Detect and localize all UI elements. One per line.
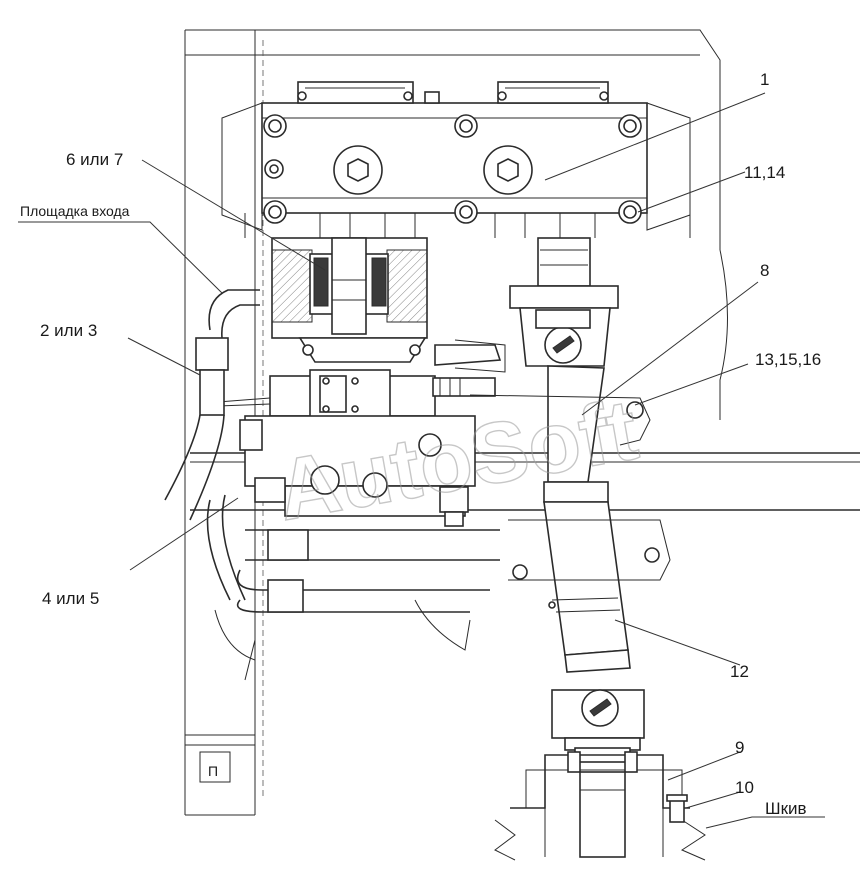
mounting-bracket [454,339,671,581]
callout-11-14: 11,14 [744,163,785,182]
callout-8: 8 [760,261,769,280]
callout-2-or-3: 2 или 3 [40,321,97,340]
pulley-support [494,751,706,861]
callout-1: 1 [760,70,769,89]
callout-10: 10 [735,778,754,797]
callout-pulley: Шкив [765,799,807,818]
hydraulic-hoses [164,289,500,681]
coupling-housing [271,237,428,339]
valve-block [217,337,502,527]
pump-unit [221,81,691,238]
frame-marking: П [208,763,218,779]
callout-entry-platform: Площадка входа [20,203,130,219]
leader-lines [18,92,825,829]
callout-4-or-5: 4 или 5 [42,589,99,608]
callout-9: 9 [735,738,744,757]
cardan-shaft [509,237,645,763]
callout-12: 12 [730,662,749,681]
callout-13-15-16: 13,15,16 [755,350,821,369]
callout-6-or-7: 6 или 7 [66,150,123,169]
